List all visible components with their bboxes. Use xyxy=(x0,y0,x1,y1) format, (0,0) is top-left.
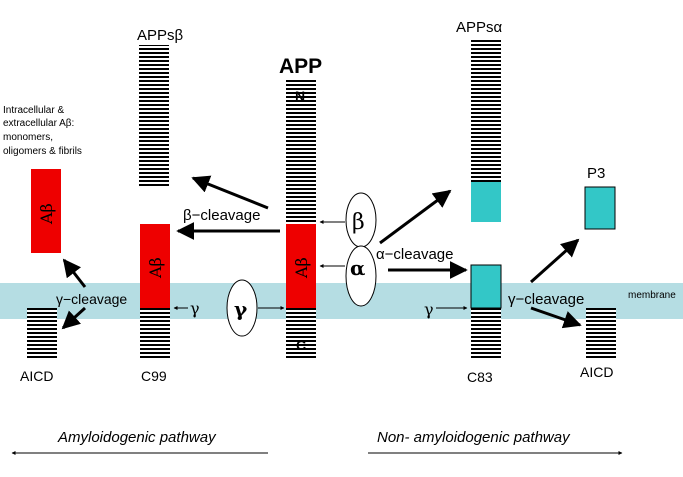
app-s-alpha-tail xyxy=(471,182,501,222)
intracellular-abeta-note: Intracellular & extracellular Aβ: monome… xyxy=(3,105,82,157)
app-abeta-segment xyxy=(286,224,316,308)
membrane-label: membrane xyxy=(628,290,676,301)
alpha-secretase-oval xyxy=(345,245,377,307)
app-s-beta-label: APPsβ xyxy=(137,27,184,44)
gamma-secretase-oval xyxy=(226,279,258,337)
gamma-cleavage-right-label: γ−cleavage xyxy=(508,291,584,308)
app-s-alpha-stripes xyxy=(471,38,501,182)
beta-cleavage-label: β−cleavage xyxy=(183,207,260,224)
free-abeta-label: Aβ xyxy=(37,203,56,225)
alpha-secretase-symbol: α xyxy=(350,256,365,280)
app-abeta-label: Aβ xyxy=(292,257,311,279)
beta-secretase-symbol: β xyxy=(352,210,365,235)
aicd-right-block xyxy=(586,308,616,358)
c99-label: C99 xyxy=(141,368,167,384)
amyloidogenic-pathway-label: Amyloidogenic pathway xyxy=(57,429,217,446)
alpha-to-apps-alpha-arrow xyxy=(379,189,452,245)
app-s-alpha-label: APPsα xyxy=(456,19,503,36)
c83-label: C83 xyxy=(467,369,493,385)
gamma-secretase-symbol: γ xyxy=(234,297,248,321)
app-upper-segment xyxy=(286,78,316,224)
c99-abeta-label: Aβ xyxy=(146,257,165,279)
non-amyloidogenic-pathway-label: Non- amyloidogenic pathway xyxy=(377,429,571,446)
gamma-cleavage-left-label: γ−cleavage xyxy=(56,291,127,307)
app-c-terminus: C xyxy=(296,337,306,353)
free-abeta-block xyxy=(31,169,61,253)
beta-to-apps-beta-arrow xyxy=(191,175,269,210)
aicd-left-label: AICD xyxy=(20,368,53,384)
c99-abeta-segment xyxy=(140,224,170,308)
app-s-beta-bar xyxy=(139,45,169,187)
c99-lower-segment xyxy=(140,308,170,358)
gamma-to-free-abeta-arrow xyxy=(62,258,87,288)
c83-lower-segment xyxy=(471,308,501,358)
gamma-to-aicd-right-arrow xyxy=(530,306,582,329)
gamma-c83-symbol: γ xyxy=(424,300,434,319)
aicd-left-block xyxy=(27,308,57,358)
gamma-to-aicd-left-arrow xyxy=(61,306,87,330)
gamma-c99-symbol: γ xyxy=(190,299,200,318)
gamma-to-p3-arrow xyxy=(530,238,580,284)
app-lower-segment xyxy=(286,308,316,358)
alpha-cleavage-label: α−cleavage xyxy=(376,246,453,263)
app-n-terminus: N xyxy=(295,88,305,104)
aicd-right-label: AICD xyxy=(580,364,613,380)
p3-label: P3 xyxy=(587,165,605,182)
c83-membrane-segment xyxy=(470,264,502,309)
p3-block xyxy=(584,186,616,230)
app-title: APP xyxy=(279,55,322,78)
